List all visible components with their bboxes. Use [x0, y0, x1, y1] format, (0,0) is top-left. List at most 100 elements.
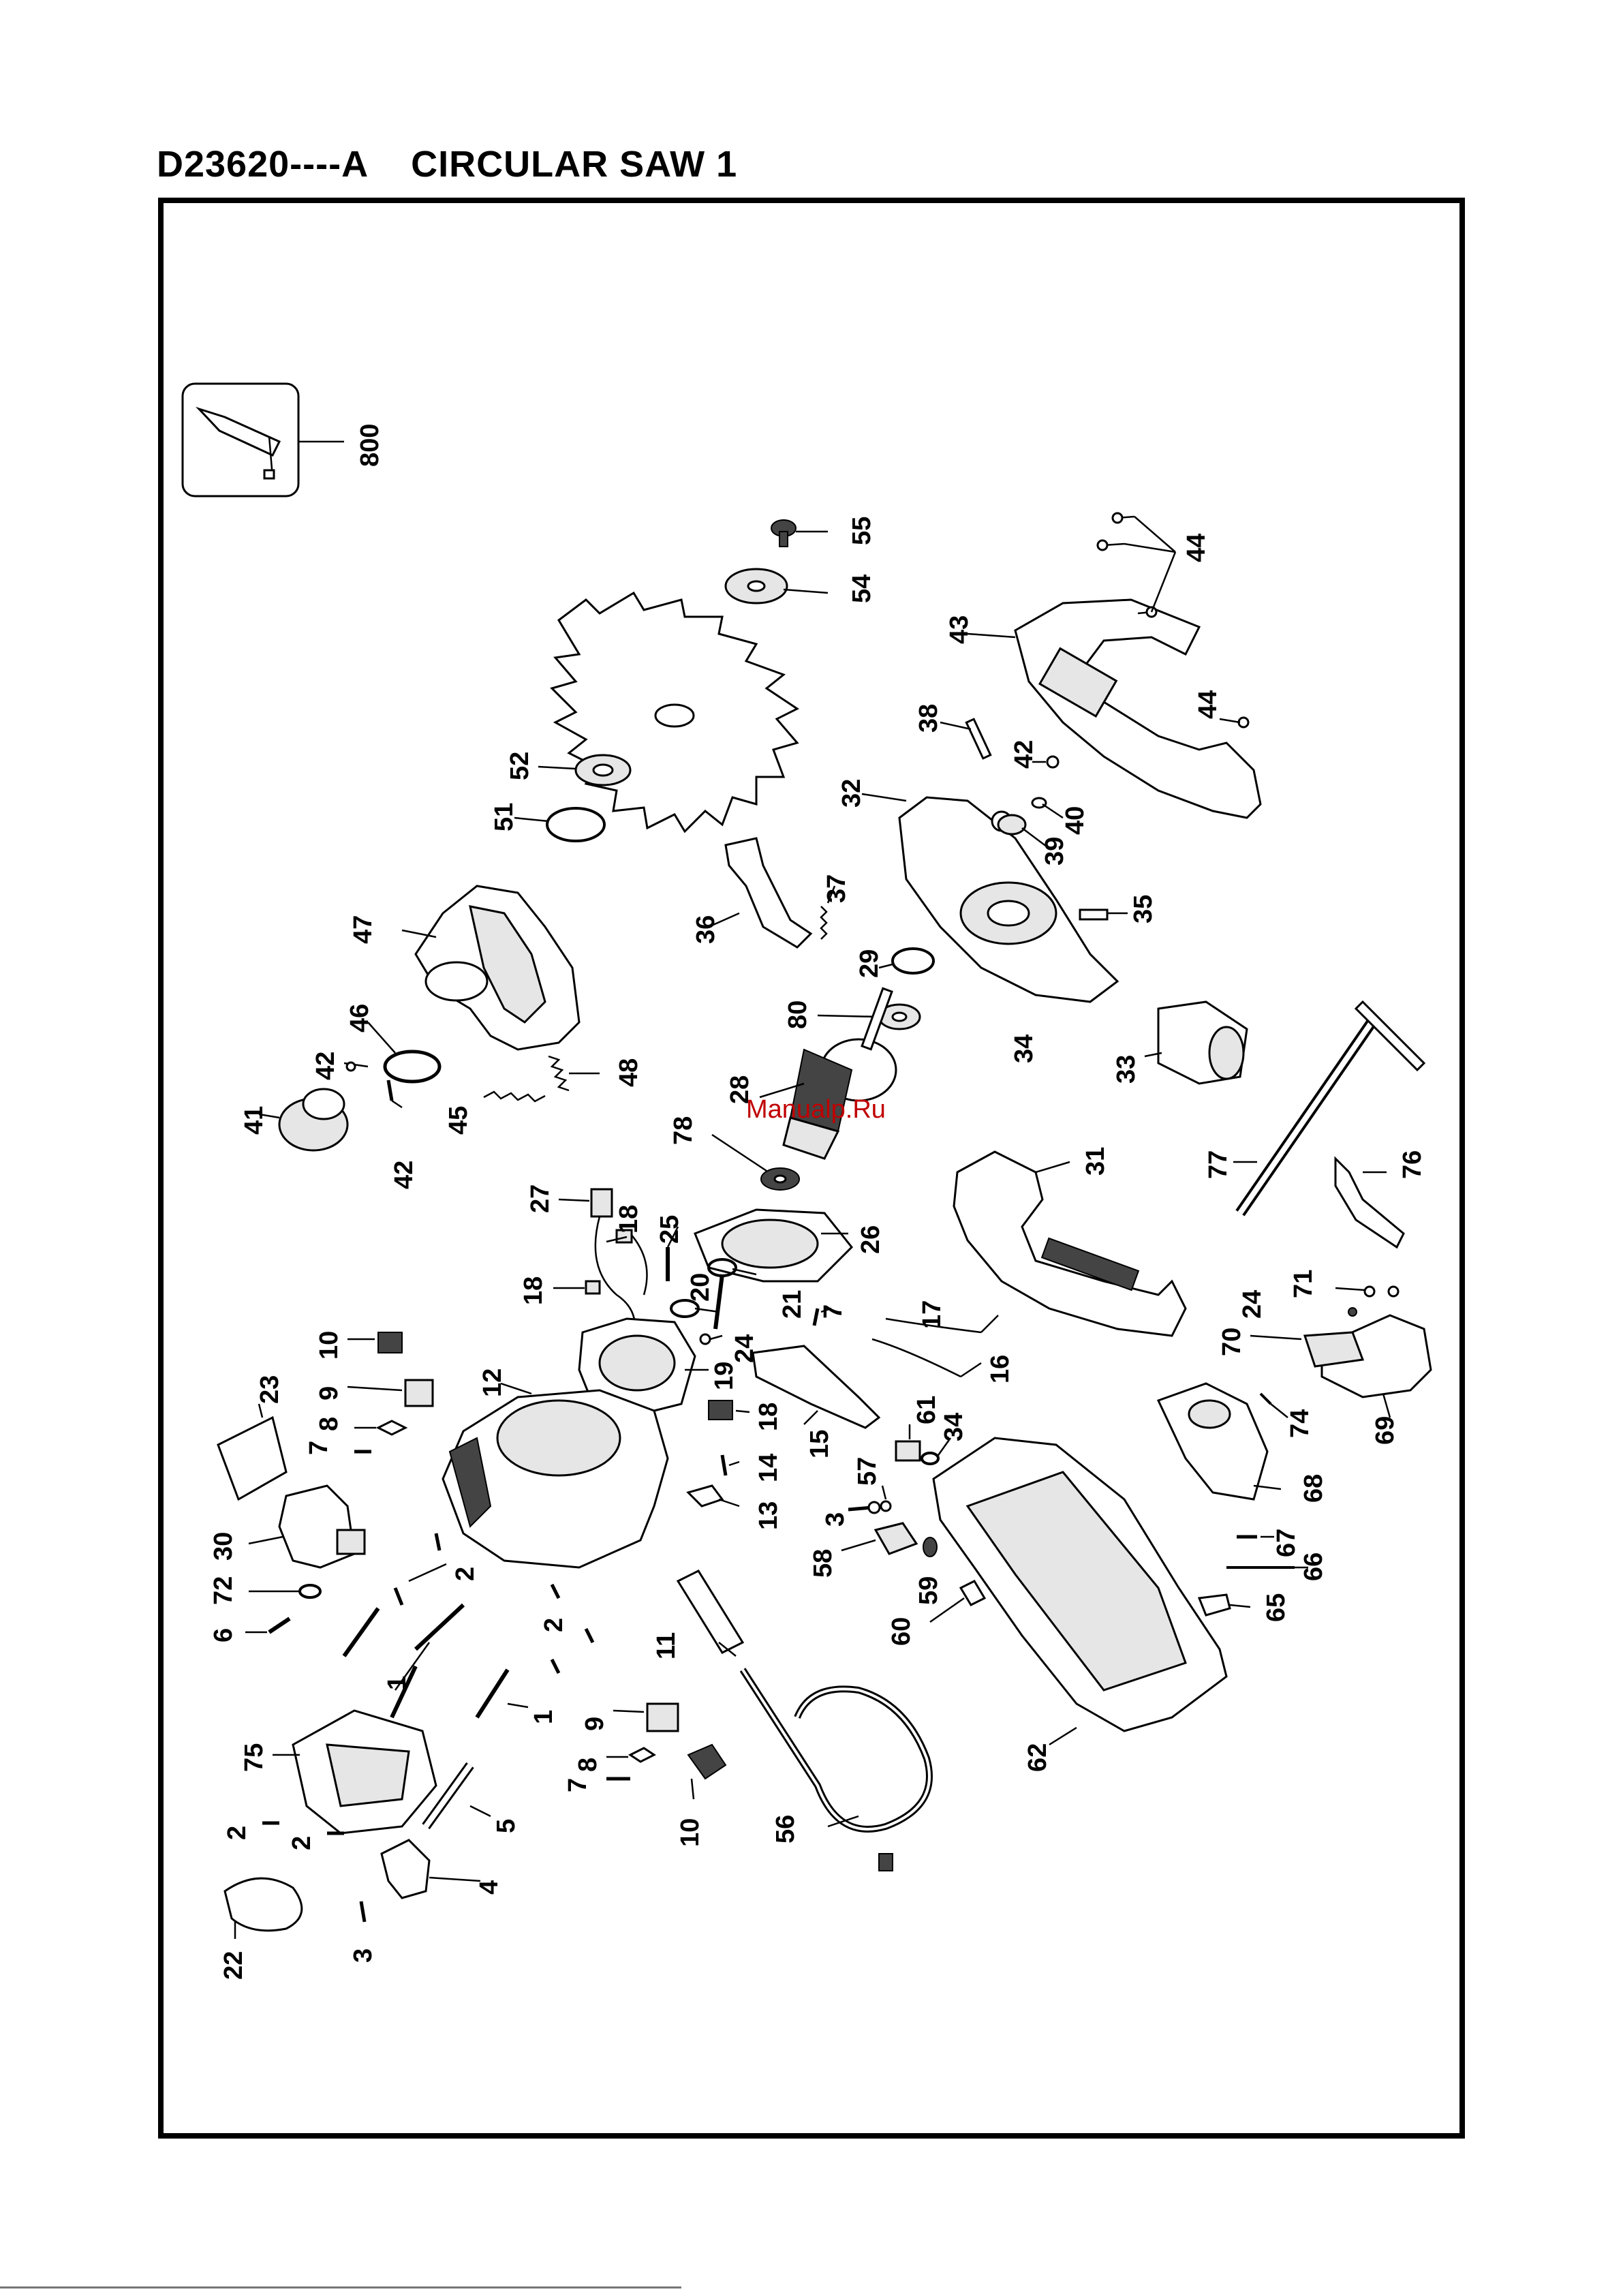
callout-44-a: 44 — [1182, 534, 1211, 562]
spring-48 — [548, 1056, 600, 1090]
screws-71 — [1335, 1287, 1398, 1296]
callout-51: 51 — [490, 803, 519, 831]
lever-65 — [1199, 1595, 1250, 1615]
brush-9-a — [347, 1380, 433, 1406]
part-61 — [896, 1424, 920, 1460]
callout-65: 65 — [1262, 1593, 1290, 1622]
callout-15: 15 — [805, 1430, 834, 1458]
spring-8-b — [606, 1748, 654, 1762]
callout-67: 67 — [1272, 1529, 1301, 1557]
dust-port — [1145, 1002, 1247, 1084]
screw-14 — [722, 1455, 739, 1475]
screw-6 — [245, 1619, 290, 1632]
callout-8-b: 8 — [574, 1758, 602, 1772]
callout-2-a: 2 — [451, 1567, 480, 1581]
blade-clamp-screw — [771, 520, 828, 547]
callout-10-a: 10 — [315, 1331, 343, 1360]
callout-37: 37 — [822, 874, 851, 903]
callout-40: 40 — [1061, 806, 1089, 835]
callout-42-a: 42 — [1010, 740, 1038, 769]
callout-29: 29 — [855, 949, 884, 978]
end-cap-30 — [249, 1486, 365, 1567]
callout-47: 47 — [349, 915, 377, 944]
cap-22 — [225, 1878, 302, 1939]
brush-holder-10-a — [347, 1332, 402, 1353]
screw-3-b — [361, 1901, 365, 1922]
callout-34-a: 34 — [1010, 1035, 1038, 1063]
callout-26: 26 — [856, 1225, 885, 1254]
wire-16 — [872, 1339, 981, 1377]
screw-42-c — [388, 1080, 402, 1107]
inner-clamp-washer — [538, 755, 630, 785]
part-58 — [841, 1523, 916, 1554]
spring-45 — [484, 1092, 545, 1101]
callout-12: 12 — [478, 1368, 507, 1397]
callout-9-a: 9 — [315, 1386, 343, 1400]
callout-71: 71 — [1289, 1270, 1318, 1298]
depth-adjust-lever — [709, 838, 811, 947]
depth-lever-screw — [1080, 910, 1128, 919]
part-59 — [923, 1537, 937, 1557]
callout-8-a: 8 — [315, 1417, 343, 1431]
callout-72: 72 — [209, 1576, 238, 1605]
small-parts-39-40-42 — [998, 756, 1063, 848]
callout-62: 62 — [1023, 1743, 1052, 1772]
callout-2-d: 2 — [288, 1836, 316, 1850]
washers-24-a — [1348, 1308, 1357, 1316]
callout-36: 36 — [692, 915, 720, 944]
knob-4 — [382, 1840, 480, 1898]
label-23-sheet — [218, 1404, 286, 1499]
washer-72 — [249, 1585, 320, 1597]
callout-42-c: 42 — [390, 1161, 418, 1189]
rip-fence — [1233, 1002, 1424, 1213]
part-800-inset — [183, 384, 344, 496]
callout-76: 76 — [1398, 1150, 1427, 1179]
motor-housing — [443, 1383, 668, 1567]
main-handle — [954, 1152, 1186, 1336]
callout-78: 78 — [669, 1116, 698, 1145]
callout-9-b: 9 — [581, 1717, 609, 1731]
callout-75: 75 — [240, 1743, 268, 1772]
callout-68: 68 — [1299, 1474, 1328, 1503]
callout-25: 25 — [655, 1215, 684, 1244]
callout-13: 13 — [754, 1501, 783, 1530]
callout-45: 45 — [444, 1106, 473, 1135]
callout-24-b: 24 — [730, 1334, 759, 1363]
callout-3-b: 3 — [349, 1948, 377, 1963]
bearing-29 — [879, 949, 933, 973]
callout-20: 20 — [686, 1273, 715, 1302]
callout-34-b: 34 — [940, 1413, 968, 1441]
callout-44-b: 44 — [1194, 690, 1222, 719]
bevel-knob — [259, 1089, 347, 1150]
fan-baffle — [695, 1210, 852, 1281]
callout-77: 77 — [1204, 1150, 1233, 1179]
armature — [760, 988, 896, 1159]
saw-blade — [552, 593, 797, 831]
callout-55: 55 — [848, 517, 876, 545]
long-screws-1-b — [392, 1666, 528, 1717]
callout-60: 60 — [887, 1617, 916, 1646]
callout-33: 33 — [1112, 1055, 1141, 1084]
outer-clamp-washer — [726, 569, 828, 603]
screw-42-b — [344, 1062, 368, 1071]
callout-18-c: 18 — [754, 1403, 783, 1431]
callout-74: 74 — [1286, 1409, 1314, 1438]
fence-bracket — [1335, 1159, 1404, 1247]
callout-16: 16 — [986, 1355, 1015, 1383]
guard-bracket-68 — [1158, 1383, 1281, 1499]
callout-58: 58 — [809, 1549, 837, 1578]
callout-41: 41 — [240, 1106, 268, 1135]
callout-46: 46 — [345, 1004, 374, 1032]
callout-57: 57 — [853, 1457, 882, 1486]
pin-74 — [1261, 1394, 1288, 1418]
brush-holder-10-b — [688, 1745, 726, 1799]
watermark: Manualp.Ru — [746, 1095, 886, 1124]
callout-56: 56 — [771, 1815, 800, 1843]
callout-23: 23 — [256, 1375, 284, 1404]
screw-3-a — [848, 1502, 880, 1513]
screws-2-a — [395, 1533, 446, 1605]
callout-4: 4 — [475, 1880, 504, 1895]
callout-66: 66 — [1299, 1552, 1328, 1581]
callout-2-c: 2 — [223, 1826, 251, 1840]
